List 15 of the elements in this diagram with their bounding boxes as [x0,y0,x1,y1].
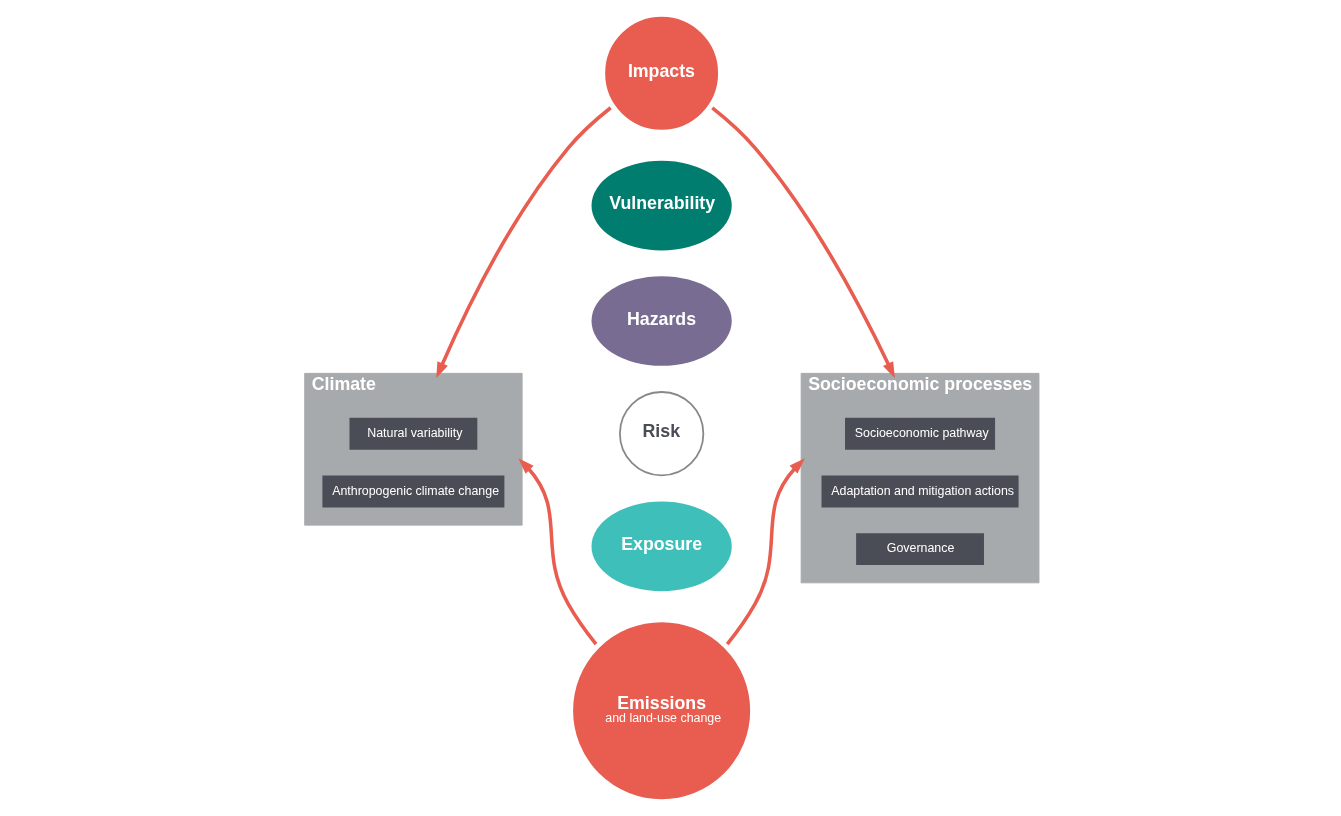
node-ellipse: Vulnerability [591,160,732,251]
node-box: Natural variability [349,417,478,450]
node-circle: Emissions and land-use change [570,619,753,802]
node-box: Socioeconomic pathway [845,417,996,450]
node-box: Anthropogenic climate change [322,475,505,508]
node-box: Adaptation and mitigation actions [821,475,1019,508]
arrow [436,106,612,379]
arrow [711,106,895,379]
arrow [518,458,598,646]
node-ellipse: Exposure [591,501,732,592]
node-circle: Impacts [602,14,721,133]
arrow [725,458,805,646]
node-ellipse: Hazards [591,276,732,366]
node-box: Governance [856,533,984,566]
node-circle: Risk [619,391,705,477]
